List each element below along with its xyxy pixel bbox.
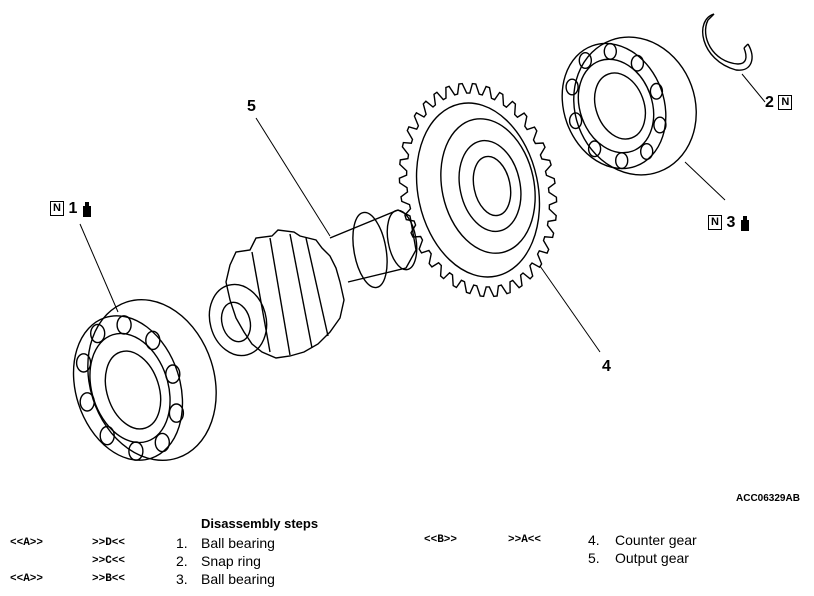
step-4-marker-left: <<B>> xyxy=(424,534,458,546)
new-part-icon: N xyxy=(778,95,793,111)
exploded-view-illustration xyxy=(72,13,766,462)
bearing-ball xyxy=(116,315,132,335)
part-2-number: 2 xyxy=(765,94,774,111)
part-2-label: 2 N xyxy=(765,94,793,112)
leader-lines xyxy=(79,73,766,353)
step-3-number: 3. xyxy=(176,571,188,587)
bearing-ball xyxy=(630,54,645,72)
step-1-marker-left: <<A>> xyxy=(10,537,44,549)
bearing-ball xyxy=(565,78,579,96)
step-4-name: Counter gear xyxy=(615,532,697,548)
step-1-marker-right: >>D<< xyxy=(92,537,126,549)
step-5-number: 5. xyxy=(588,550,600,566)
bearing-ball xyxy=(99,425,115,446)
bearing-ball xyxy=(128,441,144,461)
bearing-ball xyxy=(145,330,161,351)
step-2-marker-right: >>C<< xyxy=(92,555,126,567)
ball-bearing-1 xyxy=(72,298,217,462)
bearing-ball xyxy=(649,82,664,100)
step-3-marker-right: >>B<< xyxy=(92,573,126,585)
part-1-label: N 1 xyxy=(50,200,92,218)
new-part-icon: N xyxy=(50,201,64,217)
bearing-ball xyxy=(615,152,629,170)
step-2-name: Snap ring xyxy=(201,553,261,569)
step-3-marker-left: <<A>> xyxy=(10,573,44,585)
step-1-number: 1. xyxy=(176,535,188,551)
step-4-marker-right: >>A<< xyxy=(508,534,542,546)
bearing-ball xyxy=(165,364,181,384)
figure-code: ACC06329AB xyxy=(736,493,800,504)
oil-can-icon xyxy=(82,201,92,217)
step-1-name: Ball bearing xyxy=(201,535,275,551)
steps-title: Disassembly steps xyxy=(201,516,319,531)
ball-bearing-3 xyxy=(561,36,697,176)
bearing-ball xyxy=(168,403,185,423)
step-4-number: 4. xyxy=(588,532,600,548)
step-2-number: 2. xyxy=(176,553,188,569)
bearing-ball xyxy=(603,42,617,60)
part-3-label: N 3 xyxy=(708,214,750,232)
bearing-ball xyxy=(89,323,106,344)
output-gear-5 xyxy=(208,209,418,359)
part-4-number: 4 xyxy=(602,358,611,375)
counter-gear-4 xyxy=(398,82,558,298)
oil-can-icon xyxy=(740,215,750,231)
step-3-name: Ball bearing xyxy=(201,571,275,587)
snap-ring-2 xyxy=(702,13,753,71)
part-1-number: 1 xyxy=(68,200,78,217)
bearing-ball xyxy=(587,140,602,158)
bearing-ball xyxy=(640,142,654,160)
part-3-number: 3 xyxy=(726,214,736,231)
bearing-ball xyxy=(79,392,95,412)
bearing-ball xyxy=(568,112,583,130)
bearing-ball xyxy=(75,353,92,373)
step-5-name: Output gear xyxy=(615,550,689,566)
bearing-ball xyxy=(154,432,171,453)
new-part-icon: N xyxy=(708,215,722,231)
part-5-number: 5 xyxy=(247,98,256,115)
bearing-ball xyxy=(578,52,592,70)
bearing-ball xyxy=(653,116,667,134)
